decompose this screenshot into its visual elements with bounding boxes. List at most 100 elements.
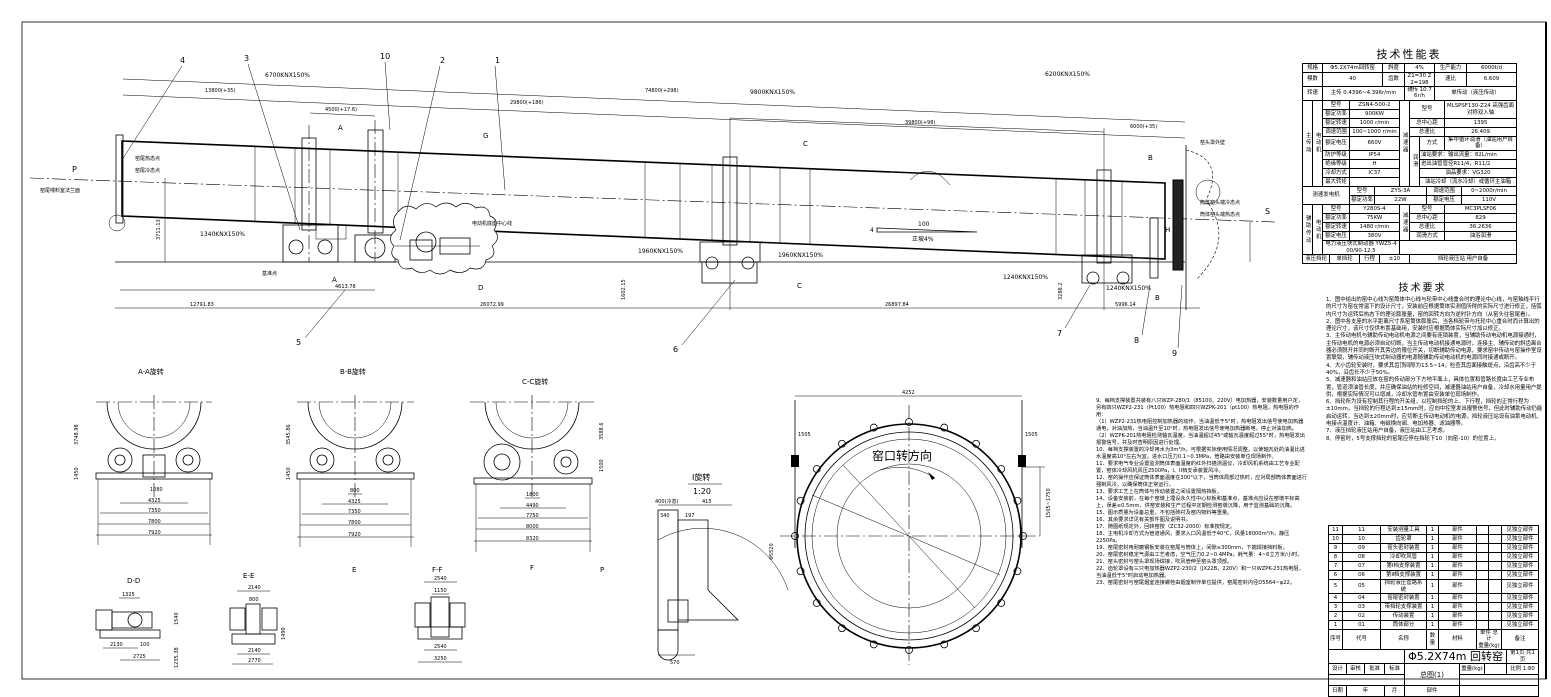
parts-cell: 1 bbox=[1426, 534, 1439, 545]
title-block: Φ5.2X74m 回转窑 第1页 共1页 设计 审核 批准 标准 总图(1) 重… bbox=[1328, 649, 1540, 697]
sheet-number: 第1页 bbox=[1510, 650, 1525, 657]
role-label: 审核 bbox=[1346, 663, 1365, 676]
weight-label: 重量(kg) bbox=[1459, 663, 1485, 676]
spec-cell: 速比 bbox=[1434, 72, 1467, 88]
load-label: 6200KNX150% bbox=[1045, 71, 1090, 78]
parts-header: 备注 bbox=[1501, 629, 1539, 651]
dimension-text: 7800 bbox=[348, 520, 361, 526]
dimension-text: 5996.14 bbox=[1115, 302, 1136, 308]
parts-header: 名称 bbox=[1380, 629, 1427, 651]
point-label: 基准点 bbox=[262, 270, 277, 277]
dimension-text: 3250 bbox=[434, 656, 447, 662]
load-label: 1240KNX150% bbox=[1003, 274, 1048, 281]
spec-cell: 6000t/d bbox=[1466, 63, 1517, 74]
standard-label: 标准 bbox=[1384, 663, 1405, 676]
spec-label: 冷却方式 bbox=[1322, 167, 1350, 178]
parts-cell: 3 bbox=[1328, 602, 1343, 613]
spec-value: 100~1000 r/min bbox=[1349, 127, 1400, 138]
parts-cell: 06 bbox=[1342, 570, 1381, 581]
section-mark-s: S bbox=[1265, 207, 1270, 216]
parts-cell: 带挡轮支撑装置 bbox=[1380, 602, 1427, 613]
spec-cell: 行程 bbox=[1359, 254, 1380, 265]
note-item: 10、每档支撑装置的冷却用水为3m³/h，可根据实际使用情况调整，以使轴瓦处的油… bbox=[1096, 447, 1305, 460]
dimension-text: 3288.2 bbox=[1058, 283, 1064, 301]
title-block-empty bbox=[1458, 674, 1540, 687]
dimension-text: 340 bbox=[660, 513, 670, 519]
parts-header: 代号 bbox=[1342, 629, 1381, 651]
dimension-text: 1800 bbox=[526, 492, 539, 498]
parts-cell: 第Ⅰ档支撑装置 bbox=[1380, 561, 1427, 572]
spec-label: 额定转速 bbox=[1322, 118, 1350, 129]
parts-cell: 11 bbox=[1328, 525, 1343, 536]
dimension-text: 2770 bbox=[248, 658, 261, 664]
section-a-a: A-A旋转 4325 7350 7800 7920 1080 1450 3748… bbox=[74, 367, 213, 545]
parts-cell: 部件 bbox=[1438, 561, 1477, 572]
requirement-item: 7、液压挡轮液压站用户自备，液压站由工艺考虑。 bbox=[1326, 428, 1449, 435]
spec-cell: 辅传 10.76r/h bbox=[1404, 86, 1435, 101]
requirement-item: 3、主传动电机与辅助传动电动机电源之间要有连锁装置，当辅助传动电动机电源接通时，… bbox=[1326, 333, 1542, 362]
dimension-text: 1505~1750 bbox=[1046, 488, 1052, 518]
shell-segment-lines bbox=[254, 146, 1123, 257]
note-item: 17、随图纸规定外，回转窑按（ZC32-2000）标准按规定。 bbox=[1096, 524, 1236, 530]
dimension-text: 13800(+35) bbox=[205, 88, 235, 94]
lubrication-group-label: 润滑 bbox=[1409, 136, 1420, 187]
requirement-item: 4、大小齿轮安装时，要求其齿顶间隙为13.5~14，检查其齿面接触斑点，沿齿高不… bbox=[1326, 362, 1537, 376]
spec-value: 380V bbox=[1349, 231, 1400, 242]
dimension-text: 2130 bbox=[110, 642, 123, 648]
spec-cell: 主传 0.4396~4.396r/min bbox=[1322, 86, 1405, 101]
year-label: 年 bbox=[1346, 685, 1385, 697]
parts-cell: 冷却吹风管 bbox=[1380, 552, 1427, 563]
dimension-text: 4325 bbox=[148, 498, 161, 504]
spec-value: 22W bbox=[1374, 195, 1427, 206]
parts-header-row: 序号 代号 名称 数量 材料 单件 总计重量(kg) 备注 bbox=[1328, 629, 1539, 651]
parts-cell bbox=[1488, 525, 1502, 536]
dimension-text: 7350 bbox=[148, 508, 161, 514]
note-item: 23、窑尾密封与窑尾烟室连接螺栓由烟室制作单位提供，窑尾密封内径D5564~φ2… bbox=[1096, 580, 1295, 586]
spec-label: 额定电压 bbox=[1426, 195, 1462, 206]
ring-bolt bbox=[940, 423, 949, 432]
product-title: Φ5.2X74m 回转窑 bbox=[1403, 649, 1508, 665]
detail-scale: 1:20 bbox=[693, 487, 711, 496]
spec-cell: 规格 bbox=[1302, 63, 1323, 74]
dimension-text: 415 bbox=[702, 499, 712, 505]
spec-cell: 齿数 bbox=[1382, 72, 1405, 88]
parts-cell: 见独立部件 bbox=[1501, 561, 1539, 572]
parts-cell: 8 bbox=[1328, 552, 1343, 563]
callout-6: 6 bbox=[673, 345, 678, 354]
spec-cell: Φ5.2X74m回转窑 bbox=[1322, 63, 1383, 74]
kiln-inlet-flange bbox=[115, 134, 124, 224]
parts-cell: 1 bbox=[1426, 620, 1439, 631]
spec-label: 绝缘等级 bbox=[1322, 158, 1350, 169]
load-label: 6700KNX150% bbox=[265, 72, 310, 79]
spec-value: 集中循环润滑（油站用户自备） bbox=[1444, 136, 1518, 151]
note-item: 18、主电机冷却方式为管道通风，要求入口风温低于40°C，风量18000m³/h… bbox=[1096, 531, 1290, 544]
spec-value: 26.409 bbox=[1444, 127, 1518, 138]
spec-value: 油品要求：VG320 bbox=[1418, 167, 1518, 178]
scale-value: 1:80 bbox=[1522, 666, 1535, 673]
section-mark-h: H bbox=[1165, 226, 1170, 234]
point-label: 窑尾热态点 bbox=[135, 155, 160, 162]
slope-rise: 4 bbox=[870, 227, 874, 234]
parts-cell: 部件 bbox=[1438, 534, 1477, 545]
dimension-text: 4500(+17.6) bbox=[325, 107, 357, 113]
parts-cell: 部件 bbox=[1438, 593, 1477, 604]
section-title: F-F bbox=[432, 566, 443, 574]
parts-header: 材料 bbox=[1438, 629, 1477, 651]
section-mark-c: C bbox=[797, 282, 802, 290]
parts-cell: 筒体部分 bbox=[1380, 620, 1427, 631]
spec-cell: 40 bbox=[1322, 72, 1383, 88]
dimension-text: 3711.13 bbox=[156, 219, 162, 240]
ring-bolt bbox=[838, 624, 846, 633]
spec-label: 额定功率 bbox=[1322, 109, 1350, 120]
ring-bolt bbox=[869, 423, 878, 432]
ring-bolt bbox=[812, 599, 821, 607]
spec-label: 防护等级 bbox=[1322, 149, 1350, 160]
parts-cell: 03 bbox=[1342, 602, 1381, 613]
dimension-text: Φ5520 bbox=[769, 543, 775, 560]
parts-header: 单件 bbox=[1480, 630, 1491, 637]
callout-4: 4 bbox=[180, 56, 185, 65]
